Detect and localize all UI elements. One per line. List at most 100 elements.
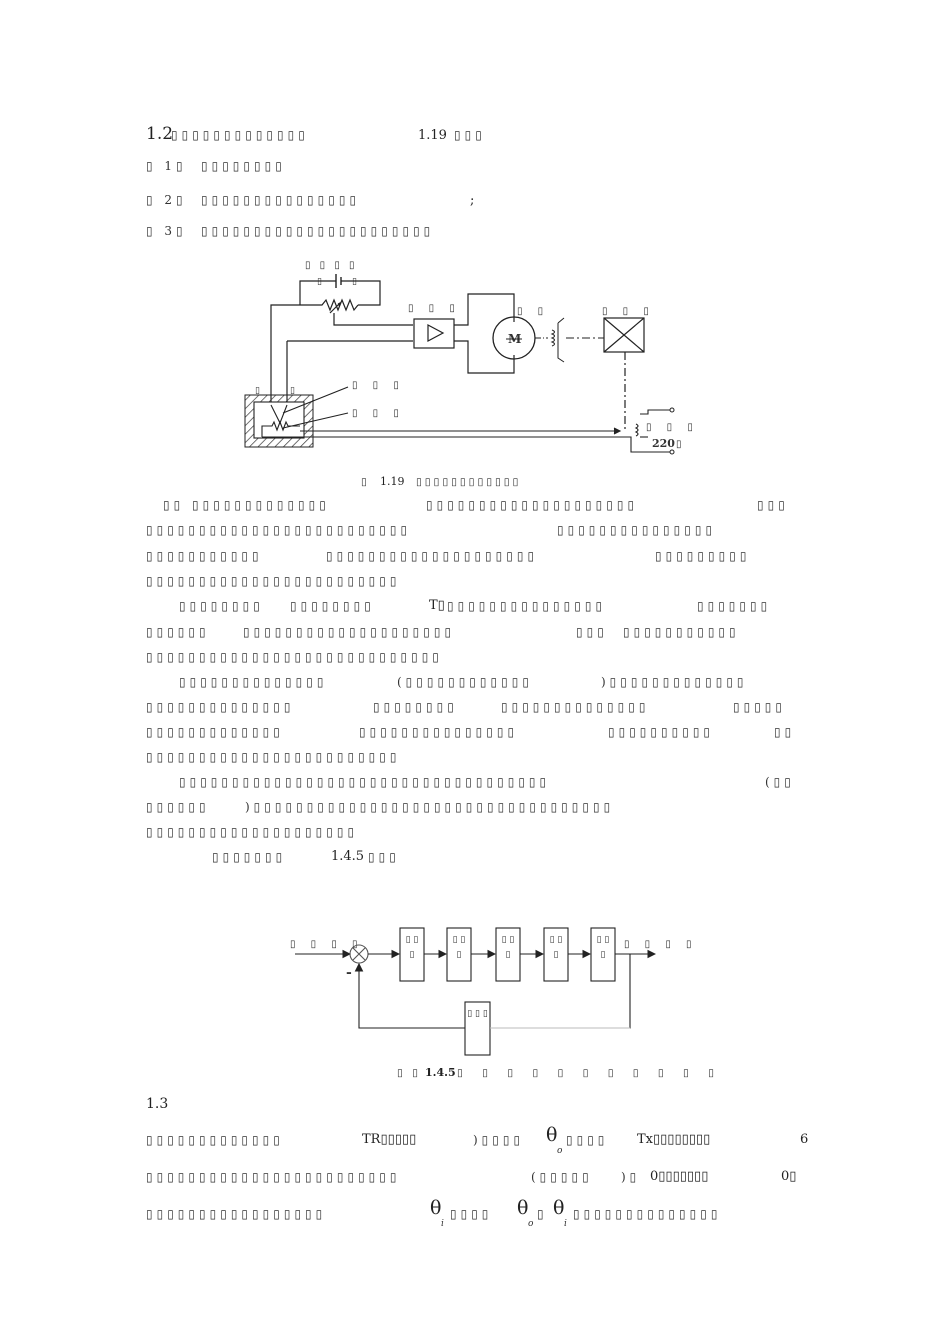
answer-text: ▯▯	[774, 725, 796, 739]
question-text: ▯▯▯▯▯▯▯▯▯▯▯▯▯	[146, 1133, 284, 1147]
answer-text: ▯▯▯▯▯▯	[146, 625, 210, 639]
question-text: 0▯	[781, 1169, 797, 1184]
answer-text: ▯▯▯▯▯▯▯▯▯▯▯	[623, 625, 740, 639]
theta-symbol: θ	[553, 1197, 565, 1219]
item-punct: ;	[470, 193, 475, 208]
answer-text: ▯▯▯▯▯▯▯▯	[179, 599, 264, 613]
answer-text: ▯▯▯▯▯▯	[146, 800, 210, 814]
theta-subscript: i	[441, 1219, 444, 1229]
item-text: ▯▯▯▯▯▯▯▯	[201, 159, 286, 173]
answer-text: ▯▯▯▯▯▯▯▯▯▯▯▯▯▯▯▯▯▯▯▯	[243, 625, 456, 639]
figure-caption-prefix: ▯	[361, 476, 370, 488]
question-text: ▯▯▯▯▯▯▯▯▯▯▯▯▯▯	[573, 1207, 722, 1221]
feedback-block-label: ▯ ▯ ▯	[467, 1009, 488, 1019]
thermo-label-right: ▯	[290, 386, 295, 396]
item-marker: ▯ 2▯	[146, 193, 187, 207]
item-text: ▯▯▯▯▯▯▯▯▯▯▯▯▯▯▯	[201, 193, 361, 207]
question-text: ▯▯▯▯	[450, 1207, 493, 1221]
answer-text: ▯▯▯▯▯▯▯▯▯▯▯▯▯▯▯	[447, 599, 607, 613]
answer-text: ▯▯▯▯▯▯▯▯	[290, 599, 375, 613]
answer-text: ▯▯▯▯▯▯▯	[697, 599, 772, 613]
motor-shaft-coupling	[535, 317, 604, 363]
supply-label: ▯ ▯ ▯	[646, 422, 699, 433]
feedback-path	[354, 962, 465, 1029]
amplifier-label: ▯ ▯ ▯	[408, 303, 461, 314]
item-text: ▯▯▯▯▯▯▯▯▯▯▯▯▯▯▯▯▯▯▯▯▯▯	[201, 224, 435, 238]
question-text: 6	[800, 1132, 809, 1147]
amplifier-block	[286, 293, 515, 420]
figure-caption-number: 1.19	[380, 475, 405, 488]
question-text: )▯▯▯▯	[473, 1133, 525, 1147]
answer-text: ▯▯▯▯▯▯▯▯▯▯▯▯▯▯	[179, 675, 328, 689]
block-label-4: ▯ ▯ ▯	[549, 935, 563, 960]
figure-caption-number: 1.4.5	[425, 1066, 456, 1079]
thermo-label-left: ▯	[255, 386, 260, 396]
answer-text: ▯▯▯▯▯▯▯▯▯▯▯▯▯▯▯▯▯▯▯▯▯▯▯▯	[146, 574, 401, 588]
block-label-1: ▯ ▯ ▯	[405, 935, 419, 960]
answer-text: (▯▯▯▯▯▯▯▯▯▯▯▯	[397, 675, 533, 689]
block-label-2: ▯ ▯ ▯	[452, 935, 466, 960]
input-label: ▯ ▯ ▯ ▯	[290, 939, 364, 950]
item-marker: ▯ 3▯	[146, 224, 187, 238]
question-text: ▯	[537, 1207, 548, 1221]
answer-text: ▯▯▯▯▯	[733, 700, 787, 714]
sensor-label-1: ▯ ▯ ▯	[352, 380, 405, 391]
question-text: )▯	[621, 1170, 641, 1184]
answer-text: T▯	[429, 598, 445, 613]
answer-text: ▯▯▯▯▯▯▯▯▯▯▯▯▯	[146, 725, 284, 739]
answer-text: ▯▯▯▯▯▯▯	[212, 850, 287, 864]
answer-text: ▯▯▯▯▯▯▯▯▯▯▯▯▯▯▯	[359, 725, 519, 739]
question-text: TR▯▯▯▯▯	[362, 1132, 417, 1147]
section-number: 1.3	[146, 1096, 169, 1112]
answer-text: ▯▯▯▯▯▯▯▯▯▯▯▯▯▯	[146, 700, 295, 714]
battery-label: ▯ ▯ ▯ ▯	[305, 260, 358, 271]
item-marker: ▯ 1▯	[146, 159, 187, 173]
question-text: ▯▯▯▯▯▯▯▯▯▯▯▯▯▯▯▯▯	[146, 1207, 327, 1221]
supply-terminal	[669, 407, 675, 413]
answer-text: ▯▯▯▯▯▯▯▯▯	[655, 549, 751, 563]
reducer-block	[603, 317, 645, 430]
figure-caption-text: ▯ ▯ ▯ ▯ ▯ ▯ ▯ ▯ ▯ ▯ ▯	[457, 1067, 722, 1079]
answer-text: ▯▯▯▯▯▯▯▯▯▯▯▯▯▯▯▯▯▯▯▯▯▯▯▯▯▯▯▯	[146, 650, 443, 664]
theta-symbol: θ	[517, 1197, 529, 1219]
question-text: ▯▯▯▯▯▯▯▯▯▯▯▯▯▯▯▯▯▯▯▯▯▯▯▯	[146, 1170, 401, 1184]
answer-text: ▯▯▯▯▯▯▯▯▯▯▯	[146, 549, 263, 563]
figure-caption-text: ▯▯▯▯▯▯▯▯▯▯▯▯	[416, 476, 522, 488]
theta-subscript: o	[557, 1146, 563, 1156]
theta-symbol: θ	[430, 1197, 442, 1219]
feedback-path	[490, 954, 631, 1029]
supply-voltage: 220	[652, 437, 675, 450]
answer-text: ▯▯▯▯▯▯▯▯▯▯▯▯▯▯▯▯▯▯▯▯	[426, 498, 639, 512]
minus-sign: -	[346, 965, 352, 981]
figure-ref: 1.4.5	[331, 849, 365, 864]
output-label: ▯ ▯ ▯ ▯	[624, 939, 698, 950]
section-number: 1.2	[146, 124, 174, 144]
heater-supply-wires	[300, 409, 670, 453]
battery-potentiometer-circuit	[270, 274, 413, 420]
sensor-label-2: ▯ ▯ ▯	[352, 408, 405, 419]
theta-subscript: i	[564, 1219, 567, 1229]
question-text: 0▯▯▯▯▯▯▯	[650, 1169, 709, 1184]
supply-unit: ▯	[676, 439, 682, 450]
answer-text: ▯▯ ▯▯▯▯▯▯▯▯▯▯▯▯▯	[163, 498, 330, 512]
theta-symbol: θ	[546, 1124, 558, 1146]
answer-text: ▯▯▯▯▯▯▯▯▯▯▯▯▯▯▯▯▯▯▯▯	[146, 825, 359, 839]
question-text: (▯▯▯▯▯	[531, 1170, 593, 1184]
thermocouple-sensor	[261, 386, 349, 438]
answer-text: ▯▯▯▯▯▯▯▯▯▯▯▯▯▯▯▯▯▯▯▯▯▯▯▯▯▯▯▯▯▯▯▯▯▯▯	[179, 775, 551, 789]
figure-caption-prefix: ▯ ▯	[397, 1067, 421, 1079]
answer-text: ▯▯▯▯▯▯▯▯▯▯▯▯▯▯	[501, 700, 650, 714]
answer-text: ▯▯▯▯▯▯▯▯▯▯▯▯▯▯▯▯▯▯▯▯	[326, 549, 539, 563]
answer-text: (▯▯	[765, 775, 795, 789]
reducer-label: ▯ ▯ ▯	[602, 306, 655, 317]
answer-text: ▯▯▯▯▯▯▯▯▯▯	[608, 725, 715, 739]
question-text: Tx▯▯▯▯▯▯▯▯	[637, 1132, 711, 1147]
theta-subscript: o	[528, 1219, 534, 1229]
answer-text: ▯▯▯▯▯▯▯▯▯▯▯▯▯▯▯▯▯▯▯▯▯▯▯▯▯	[146, 523, 412, 537]
figure-ref: 1.19	[418, 128, 447, 143]
answer-text: ▯▯▯	[576, 625, 608, 639]
answer-text: ▯▯▯	[757, 498, 789, 512]
battery-sub-right: ▯	[352, 277, 357, 287]
motor-label: ▯ ▯	[517, 306, 549, 317]
